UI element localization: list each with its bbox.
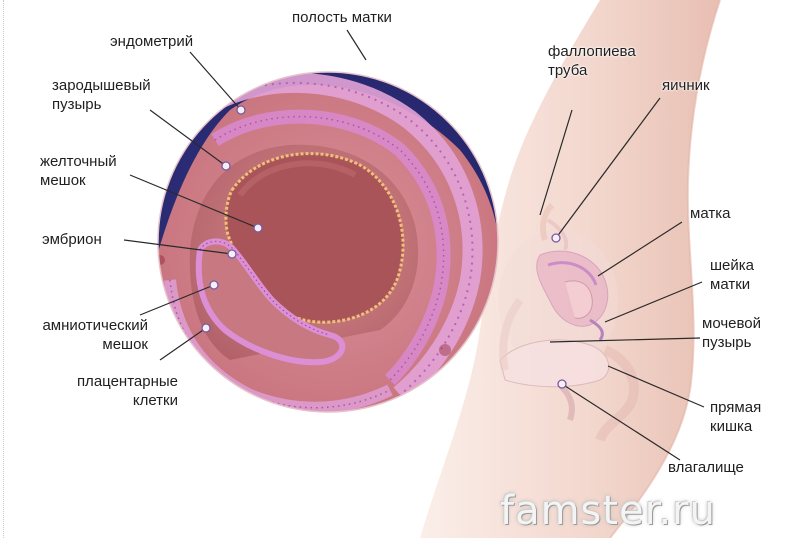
label-amniotic-sac: амниотический мешок <box>8 316 148 354</box>
label-placental-cells: плацентарные клетки <box>40 372 178 410</box>
label-uterus: матка <box>690 204 730 223</box>
label-bladder: мочевой пузырь <box>702 314 761 352</box>
label-cervix: шейка матки <box>710 256 754 294</box>
label-fallopian-tube: фаллопиева труба <box>548 42 636 80</box>
label-embryo: эмбрион <box>42 230 102 249</box>
label-vagina: влагалище <box>668 458 744 477</box>
label-endometrium: эндометрий <box>110 32 193 51</box>
label-ovary: яичник <box>662 76 710 95</box>
label-chorionic-vesicle: зародышевый пузырь <box>52 76 151 114</box>
label-uterine-cavity: полость матки <box>292 8 392 27</box>
label-yolk-sac: желточный мешок <box>40 152 117 190</box>
watermark: famster.ru <box>500 488 716 534</box>
label-rectum: прямая кишка <box>710 398 761 436</box>
